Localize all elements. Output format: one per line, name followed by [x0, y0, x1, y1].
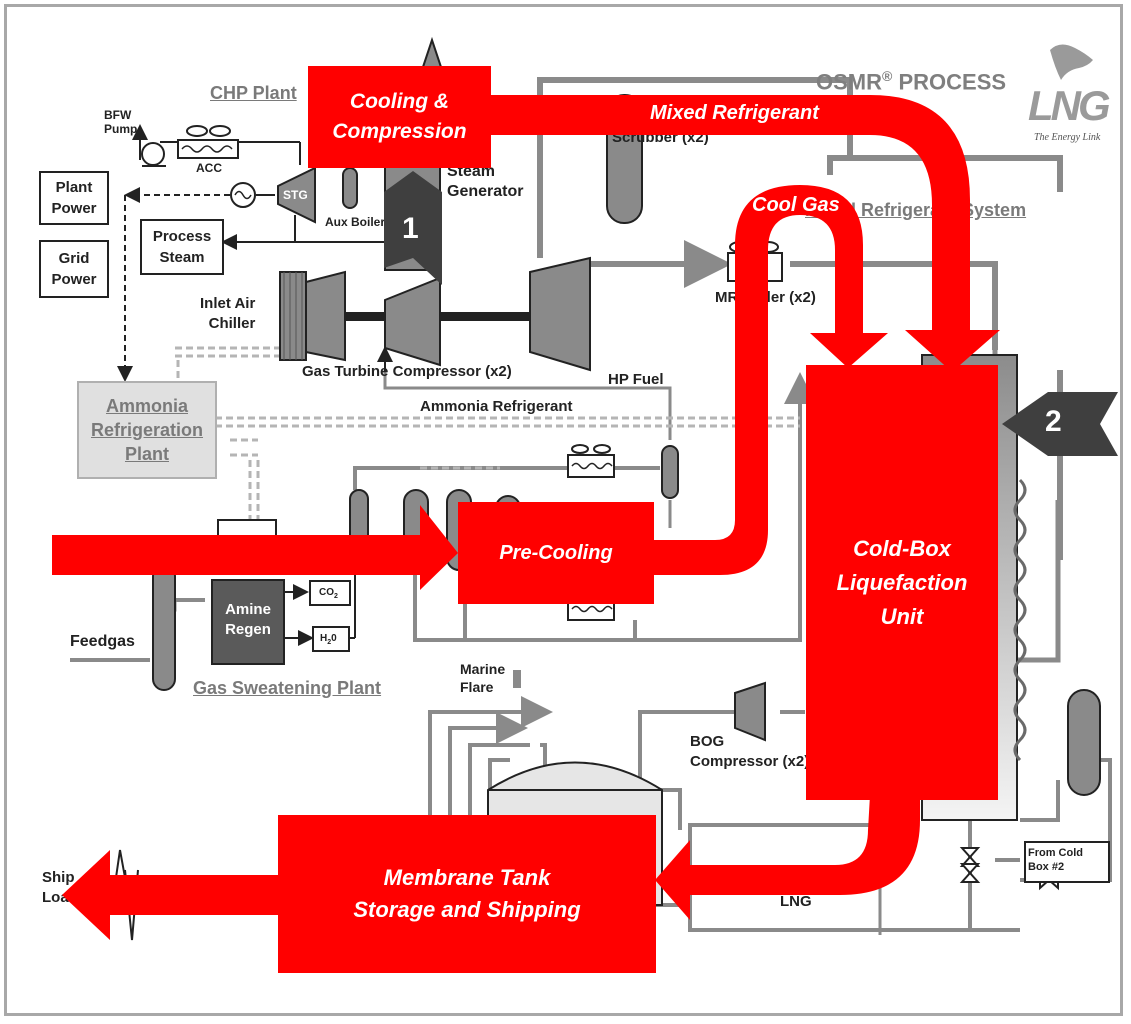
- membrane-tank-line1: Membrane Tank: [384, 862, 551, 894]
- cooling-compression-line1: Cooling &: [350, 87, 449, 117]
- ship-loading-arrow: [62, 850, 280, 940]
- cooling-compression-box: Cooling & Compression: [308, 66, 491, 168]
- pre-cooling-box: Pre-Cooling: [458, 502, 654, 604]
- cold-box-line3: Unit: [881, 600, 924, 634]
- membrane-tank-line2: Storage and Shipping: [353, 894, 580, 926]
- cold-box-line2: Liquefaction: [837, 566, 968, 600]
- feed-inlet-arrow: [52, 505, 458, 590]
- mixed-refrigerant-label: Mixed Refrigerant: [650, 102, 819, 125]
- membrane-tank-box: Membrane Tank Storage and Shipping: [278, 815, 656, 973]
- cold-box-line1: Cold-Box: [853, 532, 951, 566]
- lng-return-arrow: [655, 795, 920, 920]
- cool-gas-label: Cool Gas: [752, 194, 840, 217]
- cooling-compression-line2: Compression: [332, 117, 466, 147]
- marker-1-label: 1: [402, 212, 419, 246]
- cold-box-liquefaction-unit: Cold-Box Liquefaction Unit: [806, 365, 998, 800]
- marker-2-label: 2: [1045, 405, 1062, 439]
